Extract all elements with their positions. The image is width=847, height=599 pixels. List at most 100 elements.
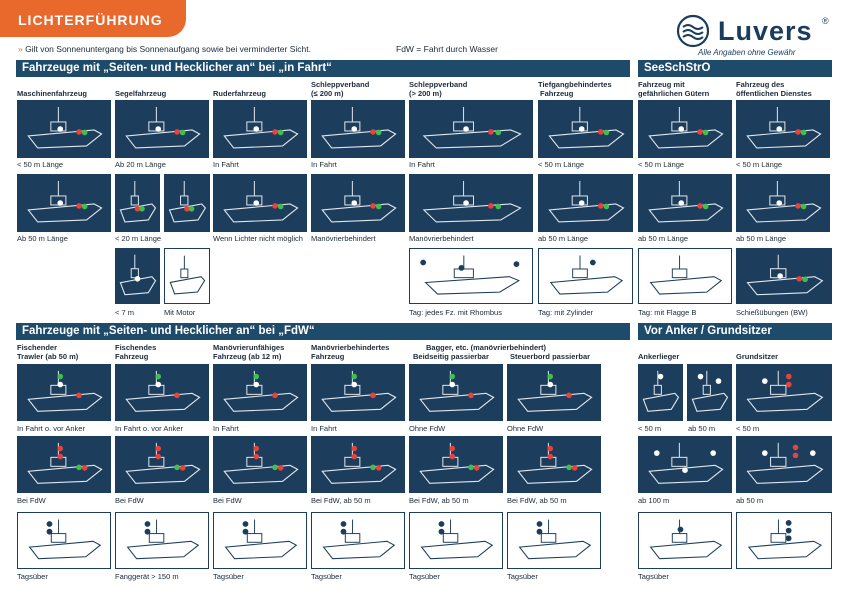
registered-mark: ® [822, 16, 829, 26]
vessel-tile [538, 248, 633, 304]
heading-ankerlieger: Ankerlieger [638, 352, 680, 361]
caption: In Fahrt [213, 160, 239, 169]
vessel-tile [213, 174, 307, 232]
vessel-illustration-icon [420, 255, 521, 295]
vessel-illustration-icon [648, 442, 724, 484]
caption: ab 50 m Länge [538, 234, 589, 243]
caption: < 7 m [115, 308, 134, 317]
vessel-illustration-icon [27, 370, 103, 412]
caption: Tagsüber [507, 572, 538, 581]
vessel-illustration-icon [28, 519, 102, 560]
vessel-illustration-icon [321, 106, 397, 149]
vessel-illustration-icon [321, 370, 397, 412]
vessel-tile [17, 174, 111, 232]
vessel-tile [507, 512, 601, 569]
vessel-illustration-icon [549, 255, 624, 295]
vessel-tile [638, 364, 683, 421]
vessel-tile [538, 100, 633, 158]
vessel-tile [115, 512, 209, 569]
section-bar-fdw: Fahrzeuge mit „Seiten- und Hecklicher an… [16, 323, 630, 340]
heading-line: öffentlichen Dienstes [736, 88, 812, 98]
vessel-illustration-icon [422, 106, 522, 149]
caption: Ohne FdW [507, 424, 544, 433]
vessel-tile [409, 100, 533, 158]
vessel-tile [164, 174, 210, 232]
vessel-tile [409, 248, 533, 304]
vessel-illustration-icon [648, 180, 724, 223]
vessel-illustration-icon [27, 180, 103, 223]
vessel-tile [213, 436, 307, 493]
caption: Mit Motor [164, 308, 196, 317]
fdw-legend: FdW = Fahrt durch Wasser [396, 44, 498, 54]
vessel-illustration-icon [518, 519, 592, 560]
vessel-illustration-icon [422, 180, 522, 223]
vessel-tile [409, 512, 503, 569]
caption: Fanggerät > 150 m [115, 572, 179, 581]
section-bar-seeschstro: SeeSchStrO [638, 60, 832, 77]
vessel-tile [17, 364, 111, 421]
caption: Bei FdW, ab 50 m [311, 496, 371, 505]
vessel-illustration-icon [223, 180, 299, 223]
vessel-tile [164, 248, 210, 304]
heading-grundsitzer: Grundsitzer [736, 352, 779, 361]
vessel-tile [736, 248, 832, 304]
caption: In Fahrt [409, 160, 435, 169]
vessel-tile [507, 436, 601, 493]
heading-line: Manövrierunfähiges [213, 343, 285, 352]
vessel-illustration-icon [321, 442, 397, 484]
vessel-illustration-icon [517, 370, 593, 412]
caption: In Fahrt [311, 424, 337, 433]
vessel-tile [736, 174, 830, 232]
heading-line: Tiefgangbehindertes [538, 80, 612, 89]
caption: In Fahrt [213, 424, 239, 433]
vessel-illustration-icon [168, 180, 207, 223]
caption: < 20 m Länge [115, 234, 162, 243]
vessel-tile [638, 248, 732, 304]
heading-steuerbord-passierbar: Steuerbord passierbar [510, 352, 591, 361]
vessel-illustration-icon [648, 106, 724, 149]
heading-line: Fahrzeug [311, 351, 345, 361]
vessel-illustration-icon [27, 442, 103, 484]
vessel-tile [115, 174, 160, 232]
vessel-tile [638, 174, 732, 232]
caption: Bei FdW, ab 50 m [507, 496, 567, 505]
vessel-tile [736, 436, 832, 493]
vessel-illustration-icon [223, 370, 299, 412]
caption: ab 100 m [638, 496, 670, 505]
bullet-arrow-icon: » [18, 44, 26, 54]
caption: Bei FdW [115, 496, 144, 505]
heading-line: (≤ 200 m) [311, 88, 344, 98]
heading-schleppverband-lang: Schleppverband(> 200 m) [409, 80, 467, 98]
caption: < 50 m [736, 424, 760, 433]
caption: Manövrierbehindert [409, 234, 474, 243]
vessel-illustration-icon [548, 106, 625, 149]
heading-line: (> 200 m) [409, 88, 442, 98]
vessel-illustration-icon [169, 255, 206, 295]
caption: < 50 m Länge [538, 160, 585, 169]
vessel-tile [736, 512, 832, 569]
caption: < 50 m Länge [638, 160, 685, 169]
vessel-tile [115, 248, 160, 304]
caption: Tag: mit Flagge B [638, 308, 697, 317]
disclaimer: Alle Angaben ohne Gewähr [698, 48, 796, 57]
vessel-tile [17, 436, 111, 493]
caption: Bei FdW [213, 496, 242, 505]
caption: < 50 m Länge [17, 160, 64, 169]
vessel-illustration-icon [419, 370, 495, 412]
heading-line: Fischender [17, 343, 58, 352]
vessel-tile [115, 436, 209, 493]
vessel-tile [213, 512, 307, 569]
vessel-illustration-icon [691, 370, 729, 412]
heading-line: Fahrzeug (ab 12 m) [213, 351, 282, 361]
vessel-illustration-icon [119, 180, 157, 223]
caption: Ohne FdW [409, 424, 446, 433]
vessel-illustration-icon [119, 254, 157, 296]
caption: In Fahrt o. vor Anker [17, 424, 85, 433]
vessel-illustration-icon [126, 519, 200, 560]
caption: < 50 m [638, 424, 662, 433]
